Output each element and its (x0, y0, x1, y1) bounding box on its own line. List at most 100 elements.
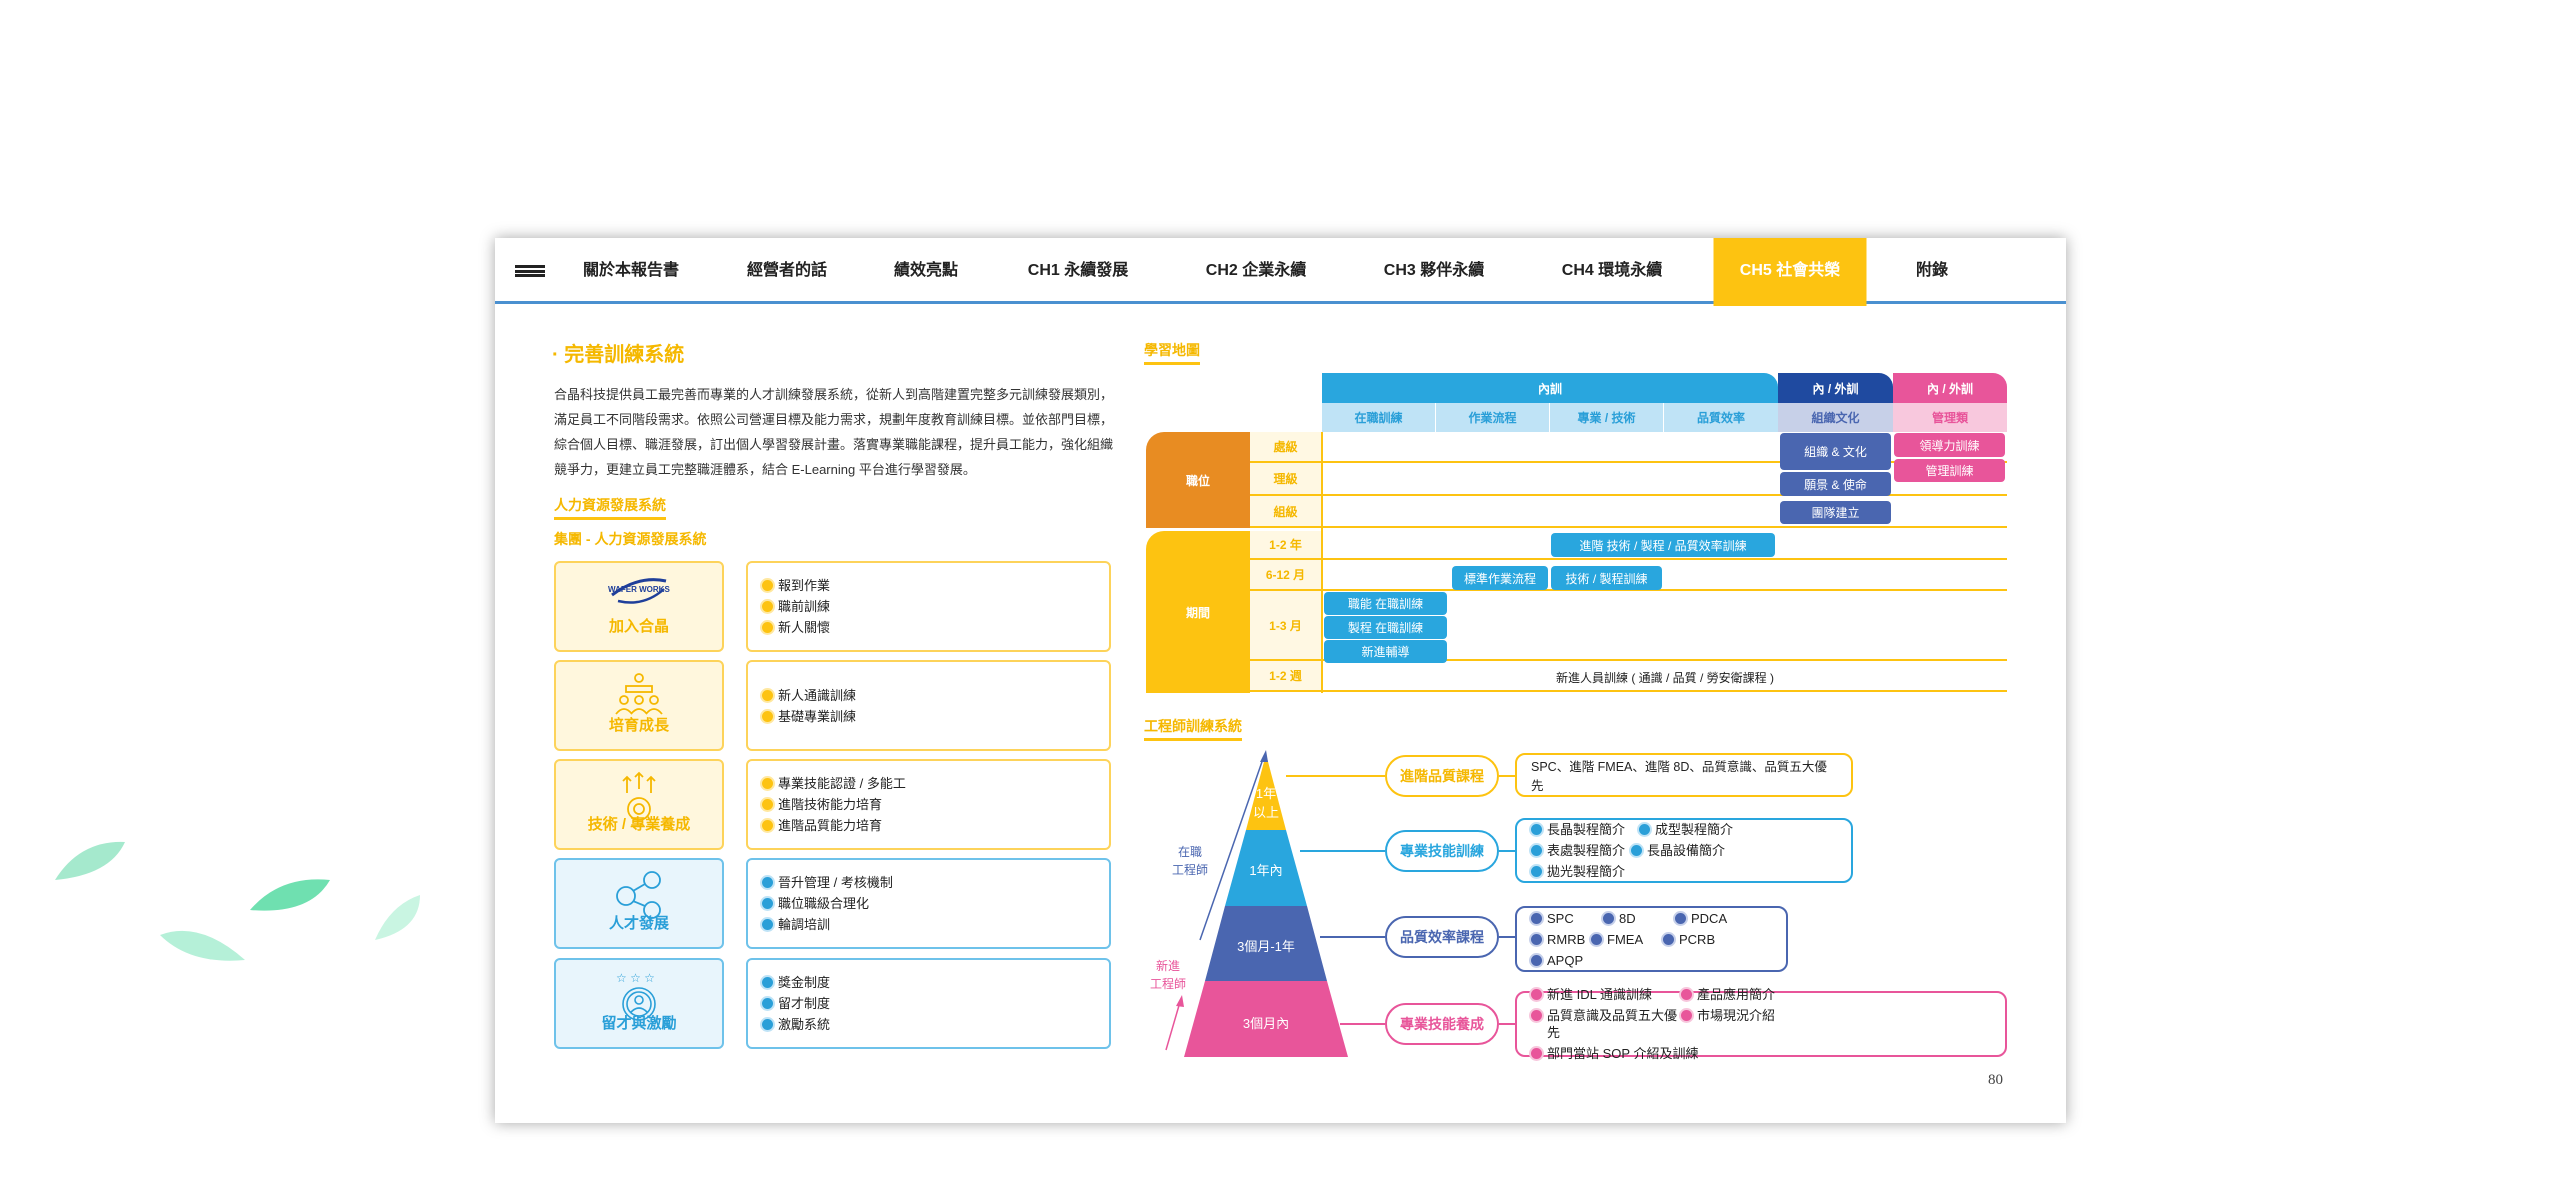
course-item: 長晶製程簡介 (1531, 821, 1639, 838)
row-label: 6-12 月 (1250, 560, 1321, 591)
advanced-quality-detail: SPC、進階 FMEA、進階 8D、品質意識、品質五大優先 (1515, 753, 1853, 797)
chip-func: 職能 在職訓練 (1324, 592, 1447, 615)
nav-ch1[interactable]: CH1 永續發展 (1027, 262, 1129, 279)
page-number: 80 (1988, 1072, 2003, 1088)
list-item: 留才制度 (762, 995, 830, 1012)
course-item: PCRB (1663, 931, 1735, 948)
chip-leadership: 領導力訓練 (1894, 433, 2005, 457)
section-title: · 完善訓練系統 (552, 344, 685, 366)
hr-stage-card: 技術 / 專業養成 (554, 759, 724, 850)
list-item: 職位職級合理化 (762, 895, 893, 912)
svg-text:WAFER WORKS: WAFER WORKS (608, 585, 670, 594)
hr-stage-label: 培育成長 (608, 717, 669, 734)
classroom-icon (556, 672, 722, 716)
level-4-label: 3個月內 (1242, 1016, 1290, 1031)
course-skill-development: 專業技能養成 (1385, 1003, 1499, 1045)
header-int-ext-culture: 內 / 外訓 (1778, 373, 1893, 403)
hr-stage-items: 晉升管理 / 考核機制職位職級合理化輪調培訓 (746, 858, 1111, 949)
network-people-icon (556, 870, 722, 920)
pyramid-level-3 (1205, 906, 1327, 981)
nav-about[interactable]: 關於本報告書 (582, 262, 680, 279)
hr-stage-card: 培育成長 (554, 660, 724, 751)
hr-stage-items: 獎金制度留才制度激勵系統 (746, 958, 1111, 1049)
hr-stage-items: 報到作業職前訓練新人關懷 (746, 561, 1111, 652)
divider (1321, 432, 1323, 693)
hr-stage-card: WAFER WORKS 加入合晶 (554, 561, 724, 652)
course-item: APQP (1531, 952, 1603, 969)
gear-arrows-icon (556, 771, 722, 825)
course-item: 表處製程簡介 (1531, 842, 1631, 859)
chip-team: 團隊建立 (1780, 501, 1891, 524)
course-item: PDCA (1675, 910, 1747, 927)
level-3-label: 3個月-1年 (1237, 939, 1295, 954)
list-item: 基礎專業訓練 (762, 708, 856, 725)
course-item: 8D (1603, 910, 1675, 927)
list-item: 職前訓練 (762, 598, 830, 615)
chip-sop: 標準作業流程 (1452, 566, 1548, 590)
list-item: 專業技能認證 / 多能工 (762, 775, 906, 792)
hr-stage-card: 人才發展 (554, 858, 724, 949)
intro-paragraph: 合晶科技提供員工最完善而專業的人才訓練發展系統，從新人到高階建置完整多元訓練發展… (554, 387, 1114, 477)
course-item: 產品應用簡介 (1681, 986, 1856, 1003)
detail-text: SPC、進階 FMEA、進階 8D、品質意識、品質五大優先 (1531, 760, 1827, 793)
nav-appendix[interactable]: 附錄 (1915, 262, 1949, 279)
course-advanced-quality: 進階品質課程 (1385, 755, 1499, 797)
star-person-icon: ☆ ☆ ☆ (556, 970, 722, 1024)
course-item: 市場現況介紹 (1681, 1007, 1831, 1041)
hr-system-heading: 人力資源發展系統 (554, 495, 666, 520)
hr-stage-label: 技術 / 專業養成 (587, 816, 691, 833)
chip-vision: 願景 & 使命 (1780, 472, 1891, 496)
nav-ceo-message[interactable]: 經營者的話 (746, 262, 828, 279)
svg-text:☆ ☆ ☆: ☆ ☆ ☆ (616, 971, 655, 985)
row-label: 組級 (1250, 496, 1321, 528)
nav-highlights[interactable]: 績效亮點 (893, 262, 959, 279)
learning-map-heading: 學習地圖 (1144, 340, 1200, 365)
row-divider (1323, 526, 2007, 528)
list-item: 報到作業 (762, 577, 830, 594)
chip-culture: 組織 & 文化 (1780, 433, 1891, 470)
level-1-label: 1年 以上 (1252, 786, 1279, 820)
header-internal: 內訓 (1322, 373, 1778, 403)
group-period: 期間 (1146, 531, 1250, 693)
skill-development-detail: 新進 IDL 通識訓練產品應用簡介品質意識及品質五大優先市場現況介紹部門當站 S… (1515, 987, 2007, 1061)
hr-stage-label: 加入合晶 (608, 618, 669, 635)
row-label: 理級 (1250, 463, 1321, 496)
course-item: SPC (1531, 910, 1603, 927)
menu-icon[interactable] (515, 265, 545, 277)
row-divider (1323, 494, 2007, 496)
wafer-works-logo: WAFER WORKS (556, 573, 722, 607)
course-item: 成型製程簡介 (1639, 821, 1747, 838)
nav-ch3[interactable]: CH3 夥伴永續 (1383, 262, 1485, 279)
hr-stage-label: 人才發展 (608, 915, 669, 932)
list-item: 新人通識訓練 (762, 687, 856, 704)
course-item: 品質意識及品質五大優先 (1531, 1007, 1681, 1041)
row-divider (1323, 558, 2007, 560)
row-divider (1323, 461, 2007, 463)
decorative-leaves (55, 841, 420, 961)
row-divider (1323, 690, 2007, 692)
col-onjob: 在職訓練 (1322, 403, 1435, 432)
list-item: 獎金制度 (762, 974, 830, 991)
nav-ch4[interactable]: CH4 環境永續 (1561, 262, 1663, 279)
course-professional-skill: 專業技能訓練 (1385, 830, 1499, 872)
col-workflow: 作業流程 (1436, 403, 1549, 432)
course-item: FMEA (1591, 931, 1663, 948)
nav-ch5-active[interactable]: CH5 社會共榮 (1713, 238, 1867, 306)
course-quality-efficiency: 品質效率課程 (1385, 916, 1499, 958)
level-2-label: 1年內 (1249, 863, 1283, 878)
hr-stage-label: 留才與激勵 (601, 1015, 677, 1032)
engineer-heading: 工程師訓練系統 (1144, 716, 1242, 741)
row-divider (1323, 659, 2007, 661)
chip-tech: 技術 / 製程訓練 (1551, 566, 1662, 590)
professional-skill-detail: 長晶製程簡介成型製程簡介表處製程簡介長晶設備簡介拋光製程簡介 (1515, 818, 1853, 883)
chip-management: 管理訓練 (1894, 459, 2005, 482)
nav-ch2[interactable]: CH2 企業永續 (1205, 262, 1307, 279)
group-hr-heading: 集團 - 人力資源發展系統 (554, 531, 707, 547)
newcomer-training: 新進人員訓練 ( 通識 / 品質 / 勞安衛課程 ) (1556, 670, 1774, 685)
course-item: 部門當站 SOP 介紹及訓練 (1531, 1045, 1721, 1062)
engineer-pyramid (1165, 750, 1515, 1057)
header-int-ext-mgmt: 內 / 外訓 (1893, 373, 2007, 403)
chip-advanced: 進階 技術 / 製程 / 品質效率訓練 (1551, 533, 1775, 557)
col-management: 管理類 (1893, 403, 2007, 432)
